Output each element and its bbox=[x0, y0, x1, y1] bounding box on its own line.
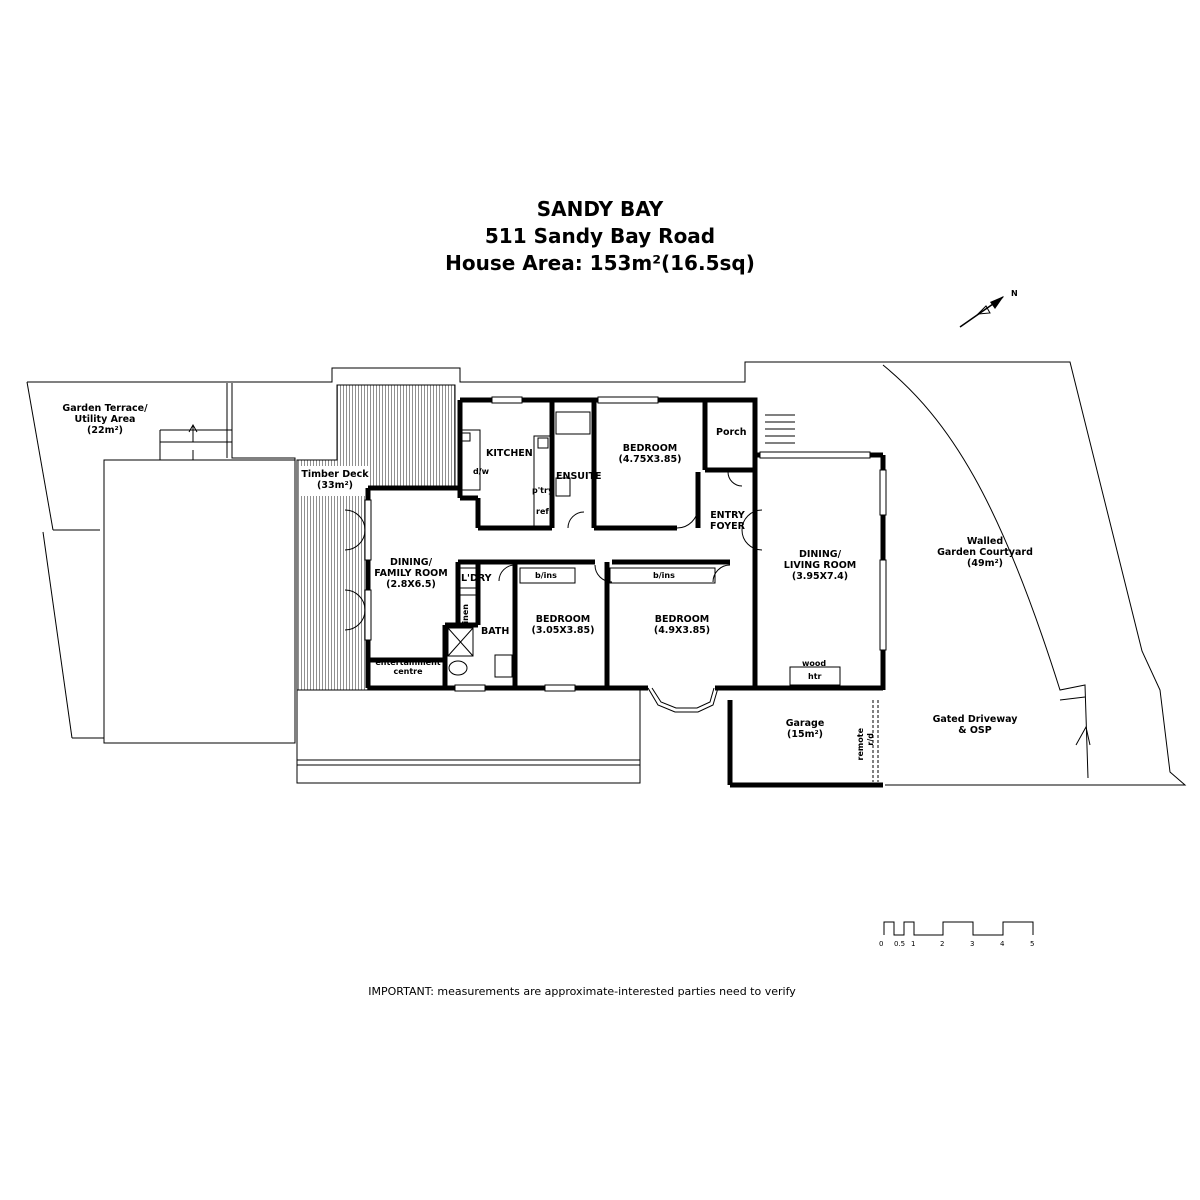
timber-deck-label: Timber Deck (33m²) bbox=[301, 469, 369, 491]
scale-tick-3: 3 bbox=[970, 940, 975, 948]
entry-foyer-label: ENTRY FOYER bbox=[710, 510, 745, 532]
porch-label: Porch bbox=[716, 427, 747, 438]
bedroom2-label: BEDROOM (3.05X3.85) bbox=[531, 614, 595, 636]
scale-bar bbox=[883, 921, 1034, 936]
bedroom3-bins-label: b/ins bbox=[653, 571, 675, 580]
scale-tick-0: 0 bbox=[879, 940, 884, 948]
ensuite-label: ENSUITE bbox=[556, 471, 602, 482]
house-area-title: House Area: 153m²(16.5sq) bbox=[445, 251, 755, 275]
timber-deck bbox=[296, 384, 456, 691]
scale-tick-2: 2 bbox=[940, 940, 945, 948]
remote-label: remote bbox=[856, 728, 865, 761]
address-title: 511 Sandy Bay Road bbox=[484, 224, 716, 248]
disclaimer-text: IMPORTANT: measurements are approximate-… bbox=[368, 985, 796, 998]
dining-living-label: DINING/ LIVING ROOM (3.95X7.4) bbox=[783, 549, 857, 582]
courtyard-label: Walled Garden Courtyard (49m²) bbox=[937, 536, 1033, 569]
garden-terrace-area bbox=[103, 383, 296, 744]
fridge-label: ref bbox=[536, 507, 549, 516]
pantry-label: p'try bbox=[532, 486, 554, 495]
laundry-label: L'DRY bbox=[461, 573, 492, 584]
scale-tick-05: 0.5 bbox=[894, 940, 906, 948]
courtyard-boundary bbox=[882, 364, 1091, 779]
bedroom2-bins-label: b/ins bbox=[535, 571, 557, 580]
entertainment-centre-label: entertainment centre bbox=[375, 658, 441, 676]
bedroom3-label: BEDROOM (4.9X3.85) bbox=[653, 614, 711, 636]
bath-label: BATH bbox=[481, 626, 510, 637]
site-boundary bbox=[26, 361, 1187, 786]
fixtures bbox=[344, 396, 887, 782]
dishwasher-label: d/w bbox=[473, 467, 490, 476]
driveway-label: Gated Driveway & OSP bbox=[932, 714, 1018, 736]
wood-label: wood bbox=[802, 659, 827, 668]
lower-yard bbox=[296, 690, 641, 784]
kitchen-label: KITCHEN bbox=[486, 448, 533, 459]
garden-terrace-label: Garden Terrace/ Utility Area (22m²) bbox=[62, 403, 148, 436]
garage-label: Garage (15m²) bbox=[785, 718, 825, 740]
dining-family-label: DINING/ FAMILY ROOM (2.8X6.5) bbox=[374, 557, 448, 590]
heater-label: htr bbox=[808, 672, 822, 681]
scale-tick-4: 4 bbox=[1000, 940, 1005, 948]
suburb-title: SANDY BAY bbox=[536, 197, 664, 221]
north-label: N bbox=[1011, 289, 1018, 298]
scale-tick-5: 5 bbox=[1030, 940, 1035, 948]
compass-icon: N bbox=[959, 289, 1018, 328]
linen-label: linen bbox=[461, 604, 470, 627]
plan-title-block: SANDY BAY 511 Sandy Bay Road House Area:… bbox=[0, 196, 1200, 277]
roller-door-label: r/d bbox=[866, 733, 875, 746]
scale-tick-1: 1 bbox=[911, 940, 916, 948]
house-walls bbox=[365, 397, 886, 788]
bedroom1-label: BEDROOM (4.75X3.85) bbox=[618, 443, 682, 465]
